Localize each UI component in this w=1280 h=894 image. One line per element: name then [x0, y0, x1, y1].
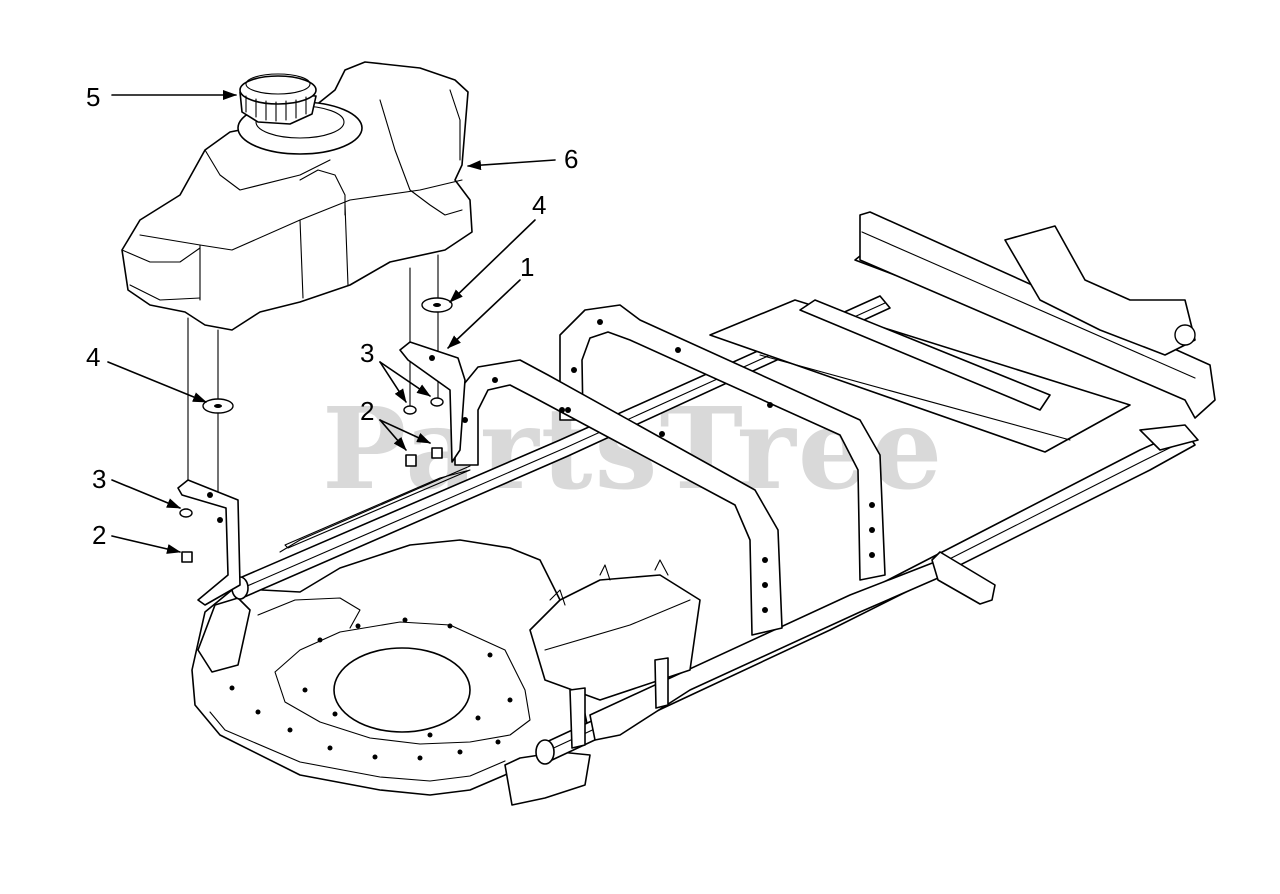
nuts [179, 397, 444, 518]
bolts [181, 447, 443, 563]
callout-3-left: 3 [92, 464, 106, 494]
seat-hoop-front [454, 359, 783, 636]
callout-6: 6 [564, 144, 578, 174]
seat-hoop-rear [559, 304, 886, 581]
right-front-pad [504, 751, 591, 806]
deck-cutout [274, 621, 531, 745]
right-skirt-plate [589, 559, 946, 741]
deck-holes [229, 617, 513, 761]
callout-leaders [107, 90, 556, 554]
callout-2-right: 2 [360, 396, 374, 426]
callout-1: 1 [520, 252, 534, 282]
callout-2-left: 2 [92, 520, 106, 550]
hoop-holes [462, 319, 875, 613]
left-front-pad [197, 597, 251, 673]
callout-5: 5 [86, 82, 100, 112]
callout-3-right: 3 [360, 338, 374, 368]
mower-frame [191, 211, 1216, 806]
callout-4-right: 4 [532, 190, 546, 220]
fuel-tank [121, 61, 473, 331]
rear-right-wing [1004, 225, 1196, 356]
fuel-cap [239, 73, 317, 125]
tank-bracket-right [399, 341, 466, 463]
floor-pan [709, 299, 1131, 453]
callout-labels: 5 6 4 1 4 3 2 3 2 [86, 82, 578, 550]
tank-bracket-left [177, 479, 241, 606]
hitch-bracket [931, 551, 996, 605]
engine-hole [333, 647, 471, 733]
callout-4-left: 4 [86, 342, 100, 372]
rear-hitch-plate [859, 211, 1216, 419]
